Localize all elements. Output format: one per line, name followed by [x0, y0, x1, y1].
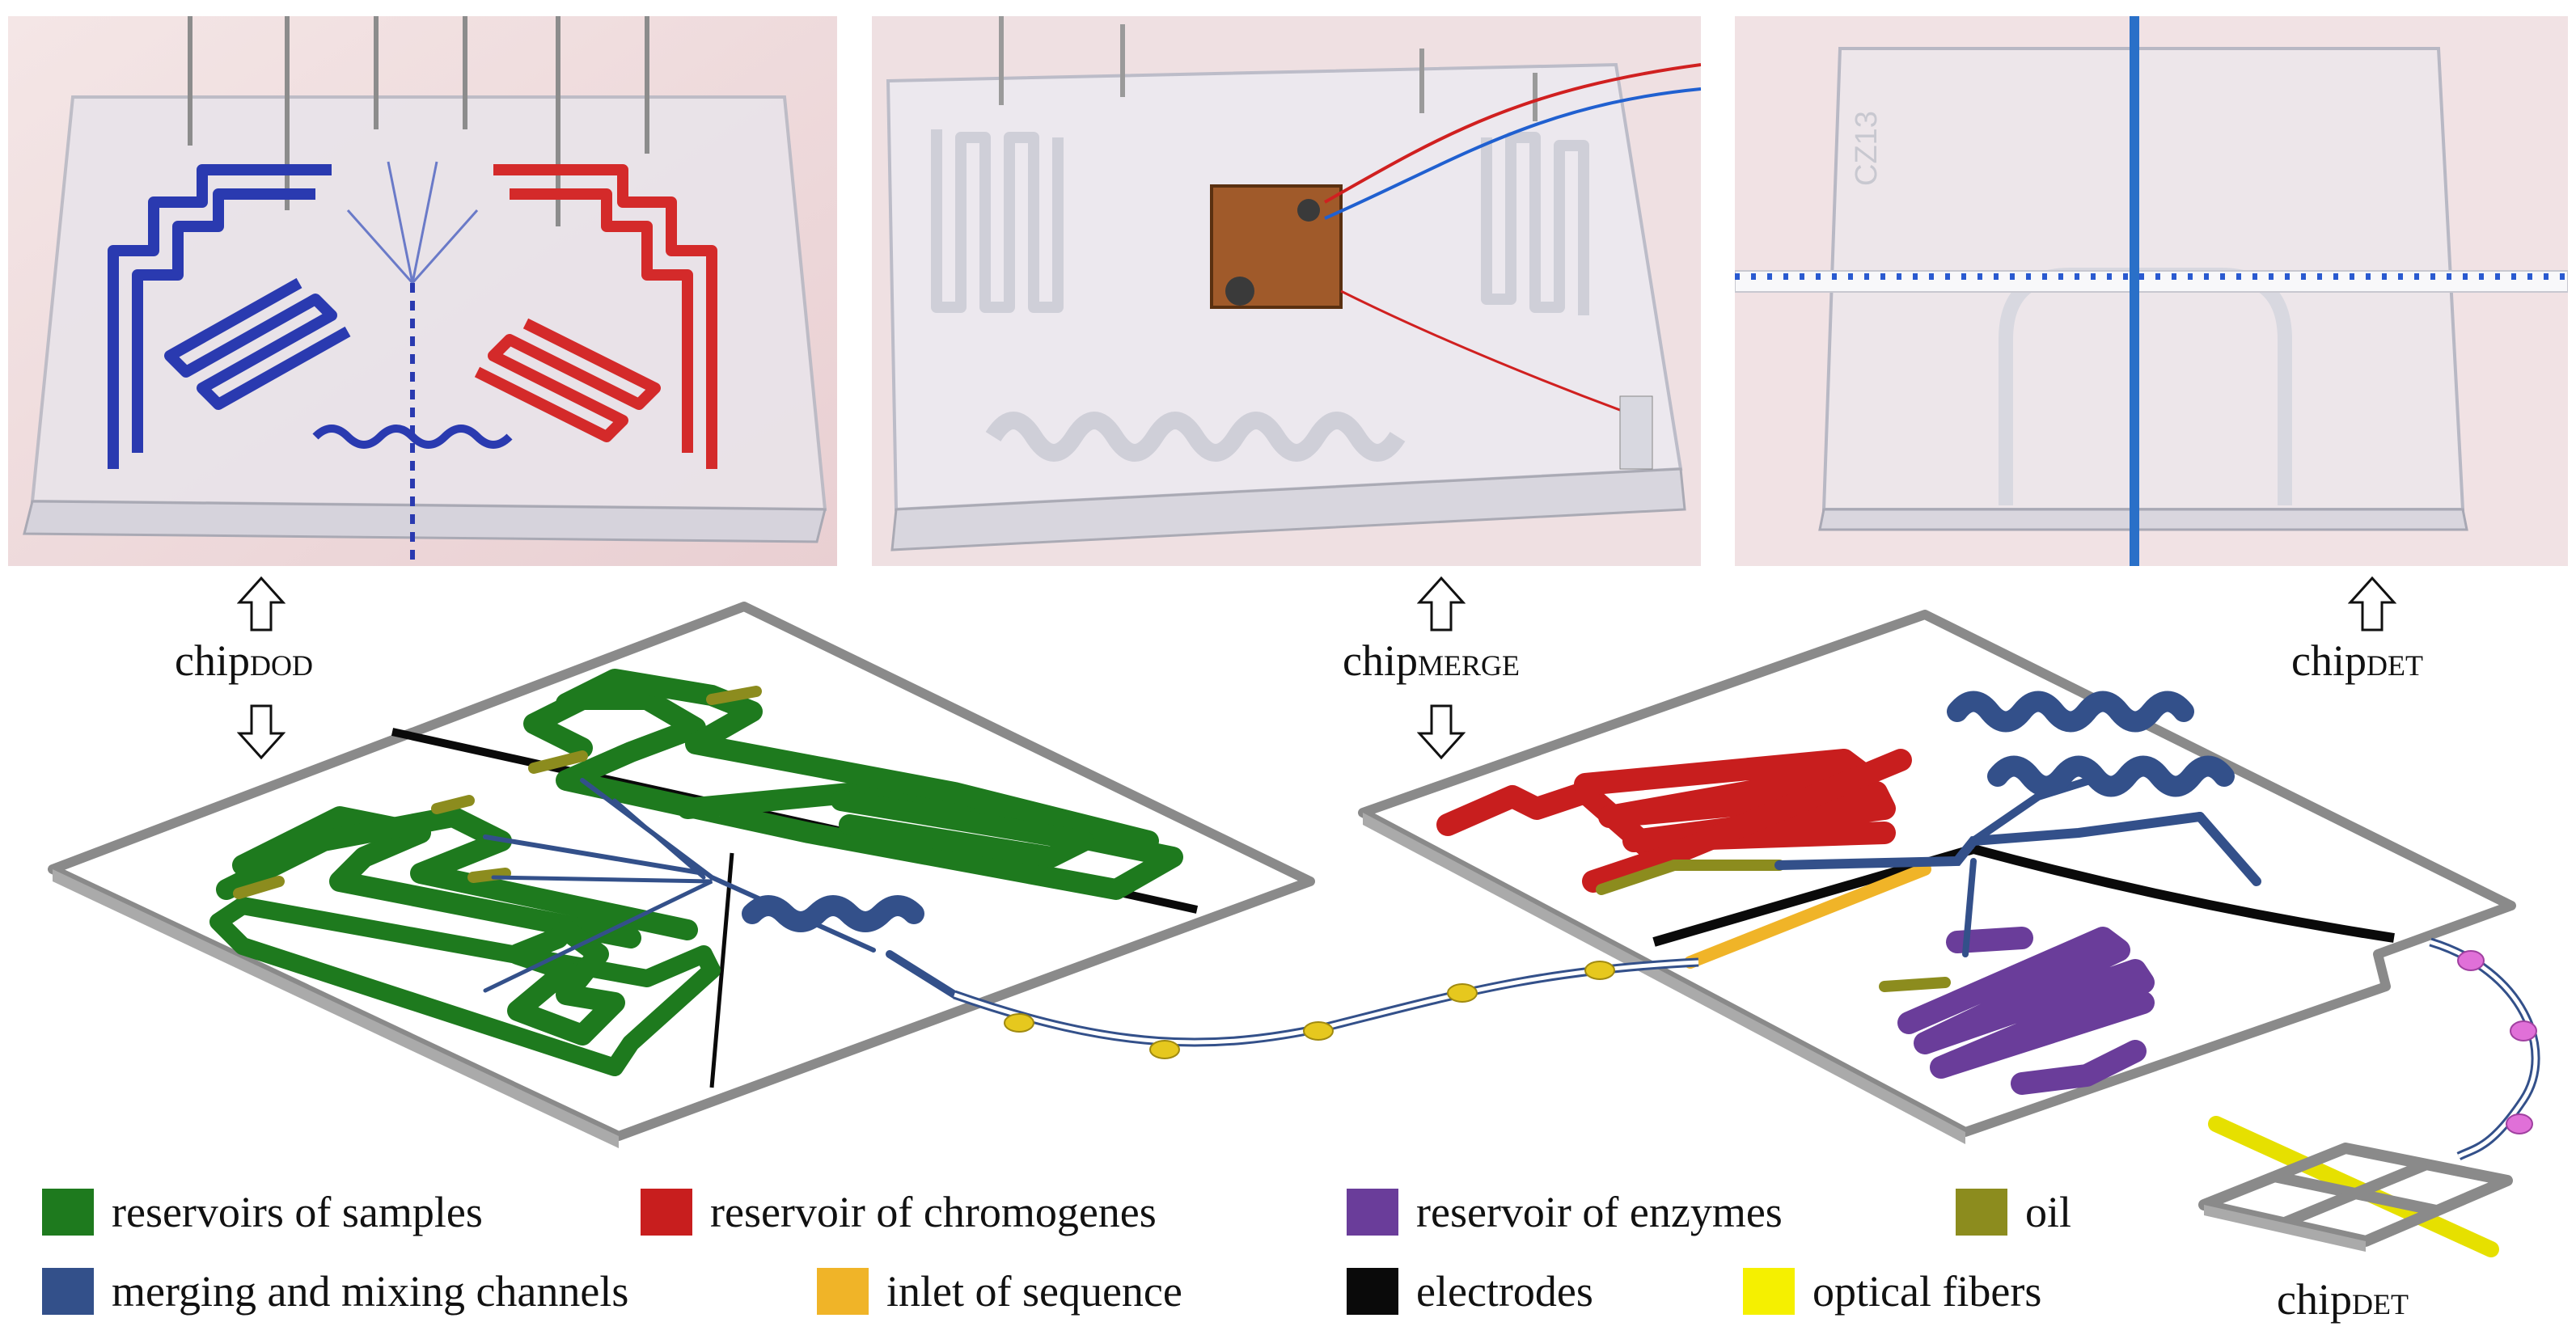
down-arrow-icon-merge — [1417, 704, 1466, 760]
photo-chip-dod — [8, 16, 837, 566]
oil-merge — [1596, 860, 1951, 992]
label-chip-dod: chipDOD — [175, 636, 313, 685]
merging-channels-merge — [1774, 691, 2261, 957]
chip-det-3d — [2198, 1116, 2513, 1257]
legend-swatch — [1347, 1268, 1398, 1315]
legend-label: electrodes — [1416, 1267, 1593, 1316]
legend-label: reservoirs of samples — [112, 1188, 483, 1236]
legend-label: reservoir of enzymes — [1416, 1188, 1783, 1236]
legend-item-enzymes: reservoir of enzymes — [1347, 1187, 1783, 1237]
electrode-dod-2 — [709, 852, 734, 1088]
oil-dod — [233, 686, 762, 899]
legend-label: oil — [2025, 1188, 2072, 1236]
legend-item-oil: oil — [1956, 1187, 2071, 1237]
label-chip-det-top: chipDET — [2291, 636, 2423, 685]
legend-swatch — [42, 1268, 94, 1315]
photo-chip-merge — [872, 16, 1701, 566]
label-chip-merge: chipMERGE — [1343, 636, 1520, 685]
legend-item-electrodes: electrodes — [1347, 1266, 1593, 1316]
inlet-of-sequence — [1684, 863, 1931, 969]
legend-item-optical: optical fibers — [1743, 1266, 2041, 1316]
legend-label: reservoir of chromogenes — [710, 1188, 1157, 1236]
legend-swatch — [1956, 1189, 2007, 1236]
connecting-tube-2 — [2429, 937, 2540, 1160]
sample-reservoirs — [209, 669, 1183, 1076]
electrode-merge-2 — [1972, 844, 2395, 943]
legend-swatch — [817, 1268, 869, 1315]
up-arrow-icon-det — [2348, 576, 2396, 632]
up-arrow-icon-merge — [1417, 576, 1466, 632]
legend-label: inlet of sequence — [886, 1267, 1182, 1316]
legend-swatch — [42, 1189, 94, 1236]
legend-item-inlet: inlet of sequence — [817, 1266, 1182, 1316]
legend-swatch — [641, 1189, 692, 1236]
chromogene-reservoir — [1436, 749, 1912, 893]
up-arrow-icon-dod — [237, 576, 286, 632]
legend-label: merging and mixing channels — [112, 1267, 629, 1316]
legend-item-chromogenes: reservoir of chromogenes — [641, 1187, 1157, 1237]
tube-segments — [1004, 961, 1615, 1059]
legend-swatch — [1347, 1189, 1398, 1236]
legend-item-samples: reservoirs of samples — [42, 1187, 483, 1237]
legend-swatch — [1743, 1268, 1795, 1315]
legend-item-merging: merging and mixing channels — [42, 1266, 628, 1316]
photo-chip-det: CZ13 — [1735, 16, 2568, 566]
chip-merge-plate — [1358, 610, 2516, 1144]
merging-channels-dod — [483, 778, 958, 999]
down-arrow-icon-dod — [237, 704, 286, 760]
chip-dod-plate — [48, 602, 1315, 1148]
label-chip-det-bottom: chipDET — [2277, 1275, 2409, 1324]
legend-label: optical fibers — [1813, 1267, 2042, 1316]
det-segments — [2457, 950, 2537, 1134]
svg-text:CZ13: CZ13 — [1850, 111, 1884, 186]
